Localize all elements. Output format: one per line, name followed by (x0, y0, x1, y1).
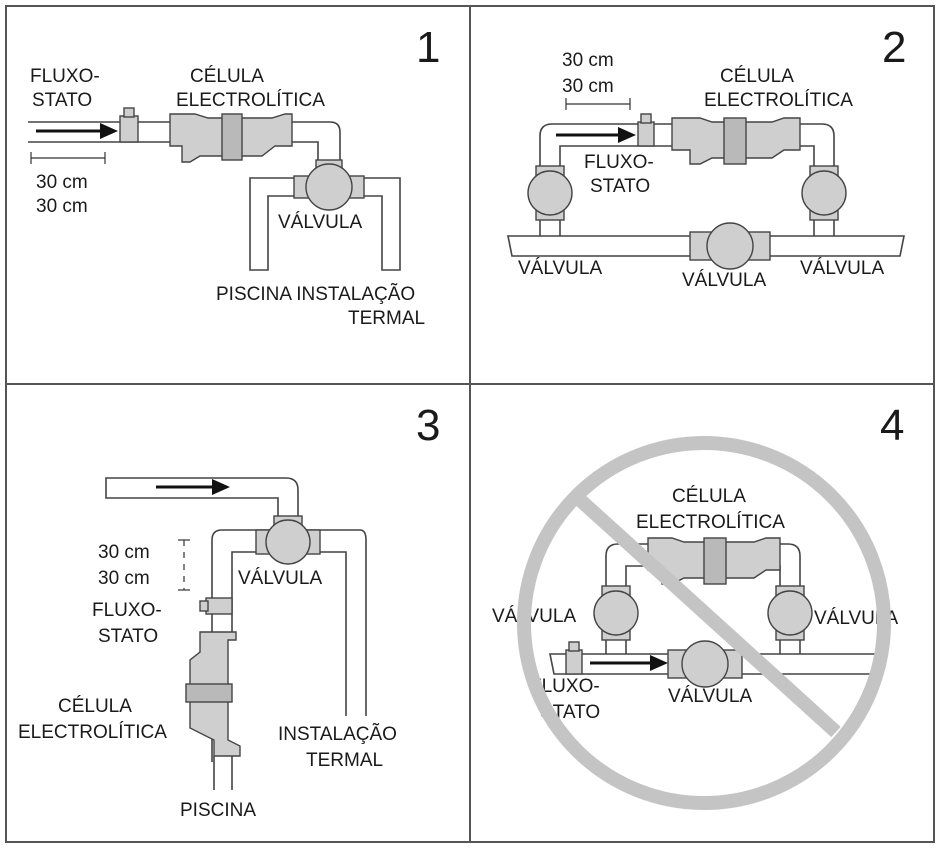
panel-3-flowswitch-head (199, 600, 209, 612)
panel-4: 4 CÉLULA ELECTROLÍTICA VÁLVULA VÁLVULA F… (492, 401, 904, 810)
panel-2-cell-label-2: ELECTROLÍTICA (704, 90, 853, 111)
panel-3-flowswitch (205, 597, 233, 615)
panel-1-cell-label-1: CÉLULA (190, 66, 264, 87)
panel-4-cell-union (703, 537, 727, 585)
panel-3-number: 3 (416, 401, 440, 450)
panel-4-prohibition-slash (573, 492, 841, 738)
panel-1-valve (305, 163, 353, 211)
panel-2-valve-right-label: VÁLVULA (800, 258, 884, 279)
panel-2-flow-arrowhead (618, 127, 636, 143)
panel-2-number: 2 (882, 23, 906, 72)
panel-2-valve-left-label: VÁLVULA (518, 258, 602, 279)
panel-2-right-valve (801, 170, 847, 216)
panel-2-cell-union (723, 117, 747, 165)
panel-1-number: 1 (416, 23, 440, 72)
panel-3: 3 30 cm 30 cm VÁLVULA FLUXO- STATO CÉLUL… (18, 401, 440, 821)
panel-2-distance-label-2: 30 cm (562, 76, 614, 97)
panel-4-flowswitch-label-1: FLUXO- (530, 676, 600, 697)
panel-4-flowswitch-head (568, 641, 580, 652)
panel-3-flowswitch-label-2: STATO (98, 626, 158, 647)
panel-3-distance-label-1: 30 cm (98, 542, 150, 563)
panel-4-valve-left-label: VÁLVULA (492, 606, 576, 627)
panel-1-flowswitch (119, 115, 139, 143)
panel-2-center-valve (706, 222, 754, 270)
panel-2-flowswitch-label-1: FLUXO- (584, 152, 654, 173)
panel-1-distance-label-2: 30 cm (36, 196, 88, 217)
panel-1-flowswitch-label-1: FLUXO- (30, 66, 100, 87)
panel-4-center-valve (681, 640, 729, 688)
panel-1-pool-installation-label: PISCINA INSTALAÇÃO (216, 283, 415, 305)
panel-1-pipe-to-valve (292, 121, 341, 166)
panel-1-header-pipe (249, 177, 401, 271)
panel-4-valve-center-label: VÁLVULA (668, 686, 752, 707)
panel-1-distance-label-1: 30 cm (36, 172, 88, 193)
panel-1-pipe-to-valve-inner (292, 141, 319, 166)
panel-4-cell-label-2: ELECTROLÍTICA (636, 512, 785, 533)
panel-2-flowswitch-head (640, 113, 652, 124)
panel-4-number: 4 (880, 401, 904, 450)
panel-2-flowswitch-label-2: STATO (590, 176, 650, 197)
panel-3-installation-label-1: INSTALAÇÃO (278, 723, 397, 745)
panel-3-cell-union (185, 683, 233, 703)
panel-2: 2 30 cm 30 cm CÉLULA ELECTR (507, 23, 906, 291)
panel-1-flowswitch-label-2: STATO (32, 90, 92, 111)
panel-1-cell-union (221, 113, 243, 161)
panel-1-valve-label: VÁLVULA (278, 212, 362, 233)
panel-3-valve-label: VÁLVULA (238, 568, 322, 589)
panel-4-cell-label-1: CÉLULA (672, 486, 746, 507)
panel-2-left-valve (527, 170, 573, 216)
panel-3-cell-label-1: CÉLULA (58, 696, 132, 717)
panel-1-flow-arrowhead (100, 123, 118, 139)
panel-4-left-valve (593, 590, 639, 636)
panel-3-flow-arrowhead (212, 479, 230, 495)
panel-4-flowswitch (565, 649, 583, 675)
panel-2-flowswitch (637, 121, 655, 147)
panel-3-cell-label-2: ELECTROLÍTICA (18, 722, 167, 743)
panel-3-installation-label-2: TERMAL (306, 750, 383, 771)
panel-4-prohibition-ring (517, 436, 891, 810)
panel-3-flowswitch-label-1: FLUXO- (92, 600, 162, 621)
panel-3-pool-label: PISCINA (180, 800, 256, 821)
panel-1-flowswitch-head (123, 107, 135, 118)
panel-4-flow-arrowhead (650, 655, 668, 671)
panel-3-inlet-pipe (105, 477, 299, 523)
panel-1-thermal-label: TERMAL (348, 308, 425, 329)
panel-2-valve-center-label: VÁLVULA (682, 270, 766, 291)
panel-2-distance-label-1: 30 cm (562, 50, 614, 71)
panel-1: 1 FLUXO- STATO CÉLULA ELECTROLÍTICA 30 c… (28, 23, 440, 329)
panel-3-valve (265, 519, 311, 565)
panel-3-distance-label-2: 30 cm (98, 568, 150, 589)
panel-4-right-valve (767, 590, 813, 636)
panel-1-cell-label-2: ELECTROLÍTICA (176, 90, 325, 111)
panel-2-cell-label-1: CÉLULA (720, 66, 794, 87)
